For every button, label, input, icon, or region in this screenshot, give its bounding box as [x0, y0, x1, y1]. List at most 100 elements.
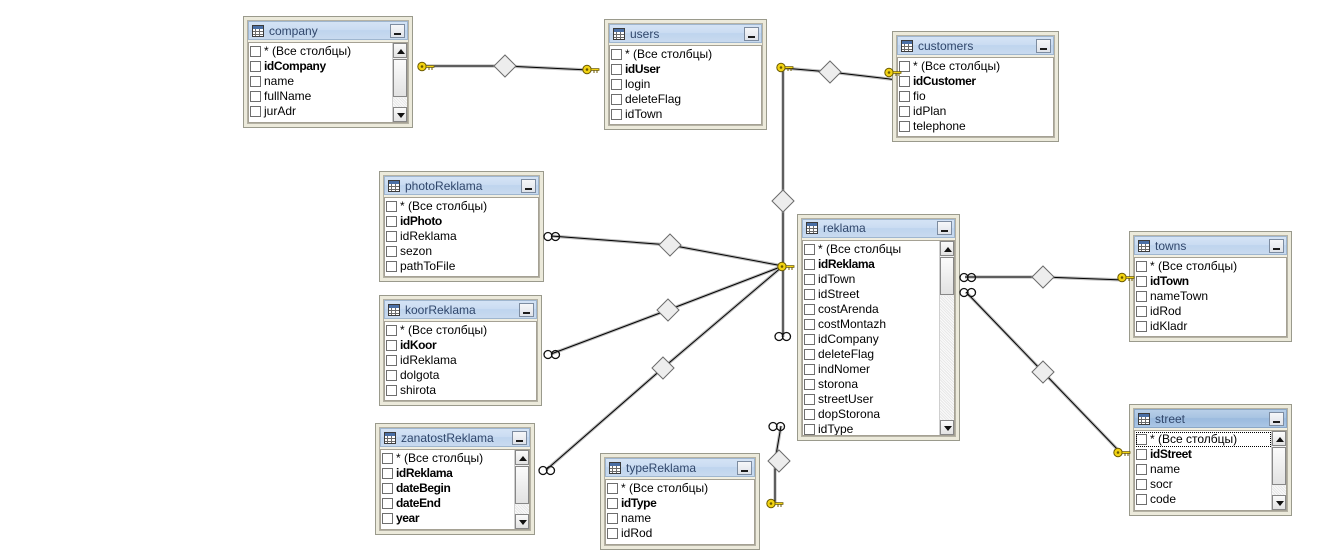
column-checkbox[interactable]	[1136, 306, 1147, 317]
column-checkbox[interactable]	[386, 261, 397, 272]
column-row[interactable]: streetUser	[804, 392, 939, 407]
relationship-line-koor-reklama-seg[interactable]	[550, 264, 784, 356]
column-row[interactable]: login	[611, 77, 761, 92]
relationship-line-towns-reklama-seg[interactable]	[965, 265, 1125, 289]
column-checkbox[interactable]	[804, 288, 815, 300]
relationship-diamond[interactable]	[1031, 265, 1055, 289]
scrollbar-track[interactable]	[515, 505, 529, 514]
table-titlebar-company[interactable]: company	[248, 21, 408, 40]
column-checkbox[interactable]	[382, 453, 393, 464]
column-row[interactable]: * (Все столбцы)	[386, 199, 538, 214]
column-checkbox[interactable]	[611, 64, 622, 75]
column-row[interactable]: idCustomer	[899, 74, 1053, 89]
column-row[interactable]: * (Все столбцы)	[899, 59, 1053, 74]
minimize-icon[interactable]	[1036, 38, 1051, 53]
minimize-icon[interactable]	[737, 460, 752, 475]
column-row[interactable]: storona	[804, 377, 939, 392]
relationship-line-type-reklama-seg[interactable]	[767, 425, 791, 503]
scroll-up-icon[interactable]	[393, 43, 407, 58]
column-checkbox[interactable]	[804, 258, 815, 270]
column-row[interactable]: * (Все столбцы	[804, 242, 939, 257]
column-row[interactable]: idReklama	[386, 229, 538, 244]
column-row[interactable]: idKladr	[1136, 319, 1286, 334]
relationship-diamond[interactable]	[818, 60, 842, 84]
column-row[interactable]: idCompany	[250, 59, 392, 74]
minimize-icon[interactable]	[937, 221, 952, 236]
scroll-up-icon[interactable]	[1272, 431, 1286, 446]
column-row[interactable]: sezon	[386, 244, 538, 259]
table-titlebar-photoReklama[interactable]: photoReklama	[384, 176, 539, 195]
column-row[interactable]: * (Все столбцы)	[382, 451, 514, 466]
column-checkbox[interactable]	[804, 333, 815, 345]
relationship-diamond[interactable]	[771, 189, 795, 213]
column-checkbox[interactable]	[899, 76, 910, 87]
relationship-diamond[interactable]	[658, 233, 682, 257]
column-row[interactable]: shirota	[386, 383, 536, 398]
column-row[interactable]: costArenda	[804, 302, 939, 317]
column-checkbox[interactable]	[250, 46, 261, 57]
column-checkbox[interactable]	[804, 348, 815, 360]
column-checkbox[interactable]	[1136, 479, 1147, 490]
column-checkbox[interactable]	[607, 528, 618, 539]
relationship-line-users-customers-seg[interactable]	[782, 60, 899, 84]
column-checkbox[interactable]	[804, 423, 815, 435]
vertical-scrollbar[interactable]	[514, 450, 529, 529]
minimize-icon[interactable]	[744, 26, 759, 41]
scroll-down-icon[interactable]	[1272, 495, 1286, 510]
column-row[interactable]: idCompany	[804, 332, 939, 347]
column-row[interactable]: idUser	[611, 62, 761, 77]
column-row[interactable]: idType	[804, 422, 939, 435]
column-checkbox[interactable]	[804, 243, 815, 255]
column-checkbox[interactable]	[804, 303, 815, 315]
table-titlebar-users[interactable]: users	[609, 24, 762, 43]
relationship-diamond[interactable]	[1031, 360, 1055, 384]
scrollbar-thumb[interactable]	[393, 59, 407, 97]
column-checkbox[interactable]	[1136, 321, 1147, 332]
column-row[interactable]: idStreet	[804, 287, 939, 302]
column-checkbox[interactable]	[1136, 276, 1147, 287]
column-checkbox[interactable]	[382, 498, 393, 509]
scroll-up-icon[interactable]	[940, 240, 954, 256]
column-row[interactable]: dopStorona	[804, 407, 939, 422]
column-row[interactable]: idReklama	[804, 257, 939, 272]
column-row[interactable]: idPhoto	[386, 214, 538, 229]
scrollbar-thumb[interactable]	[1272, 447, 1286, 485]
scrollbar-track[interactable]	[393, 98, 407, 107]
column-checkbox[interactable]	[607, 498, 618, 509]
table-titlebar-customers[interactable]: customers	[897, 36, 1054, 55]
relationship-line-zanatost-reklama-seg[interactable]	[544, 264, 785, 472]
column-row[interactable]: jurAdr	[250, 104, 392, 119]
column-row[interactable]: fullName	[250, 89, 392, 104]
column-row[interactable]: name	[607, 511, 754, 526]
column-checkbox[interactable]	[899, 91, 910, 102]
column-row[interactable]: pathToFile	[386, 259, 538, 274]
table-titlebar-typeReklama[interactable]: typeReklama	[605, 458, 755, 477]
scroll-down-icon[interactable]	[393, 107, 407, 122]
column-row[interactable]: idPlan	[899, 104, 1053, 119]
relationship-line-company-reklama-seg[interactable]	[424, 54, 590, 78]
table-titlebar-reklama[interactable]: reklama	[802, 219, 955, 238]
table-titlebar-koorReklama[interactable]: koorReklama	[384, 300, 537, 319]
column-row[interactable]: name	[1136, 462, 1271, 477]
column-checkbox[interactable]	[804, 408, 815, 420]
relationship-line-photo-reklama-seg[interactable]	[550, 233, 784, 268]
column-checkbox[interactable]	[607, 483, 618, 494]
column-row[interactable]: idTown	[611, 107, 761, 122]
column-checkbox[interactable]	[386, 385, 397, 396]
scrollbar-thumb[interactable]	[940, 256, 954, 295]
column-checkbox[interactable]	[611, 94, 622, 105]
column-row[interactable]: indNomer	[804, 362, 939, 377]
column-checkbox[interactable]	[386, 355, 397, 366]
column-checkbox[interactable]	[386, 340, 397, 351]
